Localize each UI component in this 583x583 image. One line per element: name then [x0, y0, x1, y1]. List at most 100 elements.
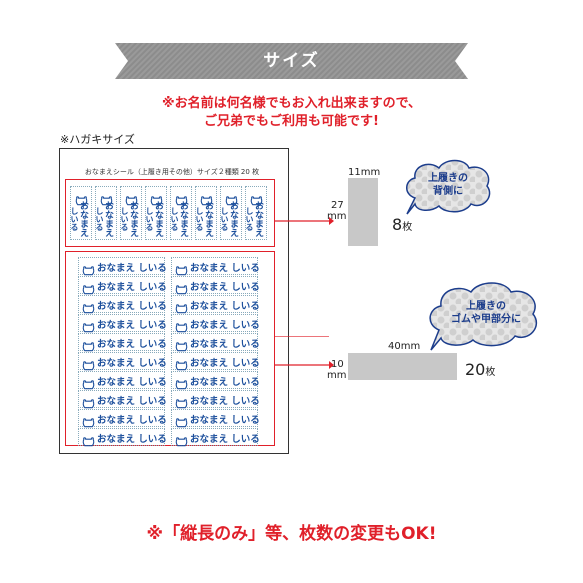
sticker-name: おなまえ しいる — [97, 358, 167, 369]
horizontal-sticker: おなまえ しいる — [171, 390, 260, 409]
bear-icon — [82, 394, 95, 409]
vertical-sticker: おなまえしいる — [70, 186, 92, 240]
bear-icon — [150, 191, 163, 206]
sticker-name-line-2: しいる — [245, 207, 254, 231]
bear-icon — [82, 375, 95, 390]
horizontal-sticker: おなまえ しいる — [171, 276, 260, 295]
bear-icon — [175, 261, 188, 276]
horizontal-sticker: おなまえ しいる — [78, 333, 167, 352]
sticker-name-line-1: おなまえ — [253, 201, 263, 237]
sticker-name: おなまえ しいる — [97, 263, 167, 274]
sticker-name-line-1: おなまえ — [203, 201, 213, 237]
bubble-1-line-1: 上履きの — [428, 173, 468, 184]
bear-icon — [82, 261, 95, 276]
bear-icon — [82, 280, 95, 295]
note-line-1: ※お名前は何名様でもお入れ出来ますので、 — [161, 96, 422, 111]
small-height-value: 27 — [331, 200, 344, 211]
bear-icon — [175, 394, 188, 409]
sticker-name: おなまえ しいる — [190, 320, 260, 331]
sticker-name: おなまえ しいる — [97, 377, 167, 388]
sheet-caption: ※ハガキサイズ — [60, 133, 135, 146]
vertical-sticker: おなまえしいる — [245, 186, 267, 240]
sticker-name: おなまえ しいる — [97, 320, 167, 331]
bear-icon — [125, 191, 138, 206]
bear-icon — [175, 299, 188, 314]
bear-icon — [82, 318, 95, 333]
horizontal-sticker: おなまえ しいる — [78, 295, 167, 314]
horizontal-sticker: おなまえ しいる — [171, 295, 260, 314]
large-height-unit: mm — [327, 370, 347, 381]
bear-icon — [175, 356, 188, 371]
sticker-name-line-2: しいる — [220, 207, 229, 231]
horizontal-sticker: おなまえ しいる — [78, 428, 167, 447]
speech-bubble-1 — [406, 159, 491, 215]
small-width-label: 11mm — [348, 167, 381, 178]
horizontal-sticker: おなまえ しいる — [171, 371, 260, 390]
bear-icon — [175, 413, 188, 428]
sticker-name: おなまえ しいる — [190, 282, 260, 293]
vertical-sticker: おなまえしいる — [145, 186, 167, 240]
sticker-name-line-1: おなまえ — [78, 201, 88, 237]
sticker-name-line-2: しいる — [95, 207, 104, 231]
speech-bubble-2 — [429, 282, 538, 351]
vertical-sticker: おなまえしいる — [170, 186, 192, 240]
sticker-name: おなまえ しいる — [97, 282, 167, 293]
large-count: 20枚 — [465, 360, 496, 379]
vertical-sticker: おなまえしいる — [120, 186, 142, 240]
sticker-name-line-2: しいる — [170, 207, 179, 231]
title-ribbon — [115, 43, 468, 79]
bubble-2-line-2: ゴムや甲部分に — [451, 314, 521, 325]
horizontal-sticker: おなまえ しいる — [78, 276, 167, 295]
horizontal-sticker-grid: おなまえ しいるおなまえ しいるおなまえ しいるおなまえ しいるおなまえ しいる… — [78, 257, 268, 447]
horizontal-sticker: おなまえ しいる — [78, 314, 167, 333]
horizontal-sticker-group — [65, 251, 275, 446]
vertical-sticker: おなまえしいる — [220, 186, 242, 240]
large-sticker-sample — [348, 353, 457, 380]
small-sticker-sample — [348, 178, 378, 246]
bear-icon — [175, 375, 188, 390]
vertical-sticker-group — [65, 179, 275, 247]
sticker-name-line-1: おなまえ — [178, 201, 188, 237]
bear-icon — [175, 432, 188, 447]
connector-arrows — [274, 217, 334, 337]
bear-icon — [200, 191, 213, 206]
bubble-1-line-2: 背側に — [433, 186, 463, 197]
bear-icon — [175, 280, 188, 295]
bubble-2-line-1: 上履きの — [466, 301, 506, 312]
horizontal-sticker: おなまえ しいる — [78, 257, 167, 276]
sticker-name: おなまえ しいる — [190, 434, 260, 445]
sticker-name: おなまえ しいる — [190, 263, 260, 274]
sticker-name-line-1: おなまえ — [128, 201, 138, 237]
page-title: サイズ — [263, 51, 320, 71]
vertical-sticker: おなまえしいる — [195, 186, 217, 240]
sticker-name: おなまえ しいる — [97, 301, 167, 312]
bear-icon — [250, 191, 263, 206]
sticker-name: おなまえ しいる — [190, 396, 260, 407]
connector-arrow-2 — [274, 361, 334, 369]
horizontal-sticker: おなまえ しいる — [171, 409, 260, 428]
small-count: 8枚 — [392, 215, 413, 234]
bear-icon — [82, 337, 95, 352]
bear-icon — [100, 191, 113, 206]
horizontal-sticker: おなまえ しいる — [78, 409, 167, 428]
sticker-name: おなまえ しいる — [190, 339, 260, 350]
sticker-name: おなまえ しいる — [190, 377, 260, 388]
horizontal-sticker: おなまえ しいる — [78, 390, 167, 409]
horizontal-sticker: おなまえ しいる — [171, 352, 260, 371]
postcard-sheet — [59, 148, 289, 454]
sticker-name-line-1: おなまえ — [228, 201, 238, 237]
bear-icon — [82, 356, 95, 371]
bear-icon — [175, 337, 188, 352]
vertical-sticker-row: おなまえしいるおなまえしいるおなまえしいるおなまえしいるおなまえしいるおなまえし… — [70, 186, 270, 242]
horizontal-sticker: おなまえ しいる — [171, 314, 260, 333]
sticker-name: おなまえ しいる — [97, 415, 167, 426]
horizontal-sticker: おなまえ しいる — [171, 333, 260, 352]
bear-icon — [75, 191, 88, 206]
sticker-name-line-2: しいる — [120, 207, 129, 231]
small-height-unit: mm — [327, 211, 347, 222]
horizontal-sticker: おなまえ しいる — [78, 352, 167, 371]
horizontal-sticker: おなまえ しいる — [78, 371, 167, 390]
sticker-name: おなまえ しいる — [97, 434, 167, 445]
horizontal-sticker: おなまえ しいる — [171, 428, 260, 447]
bottom-note: ※「縦長のみ」等、枚数の変更もOK! — [146, 524, 437, 544]
